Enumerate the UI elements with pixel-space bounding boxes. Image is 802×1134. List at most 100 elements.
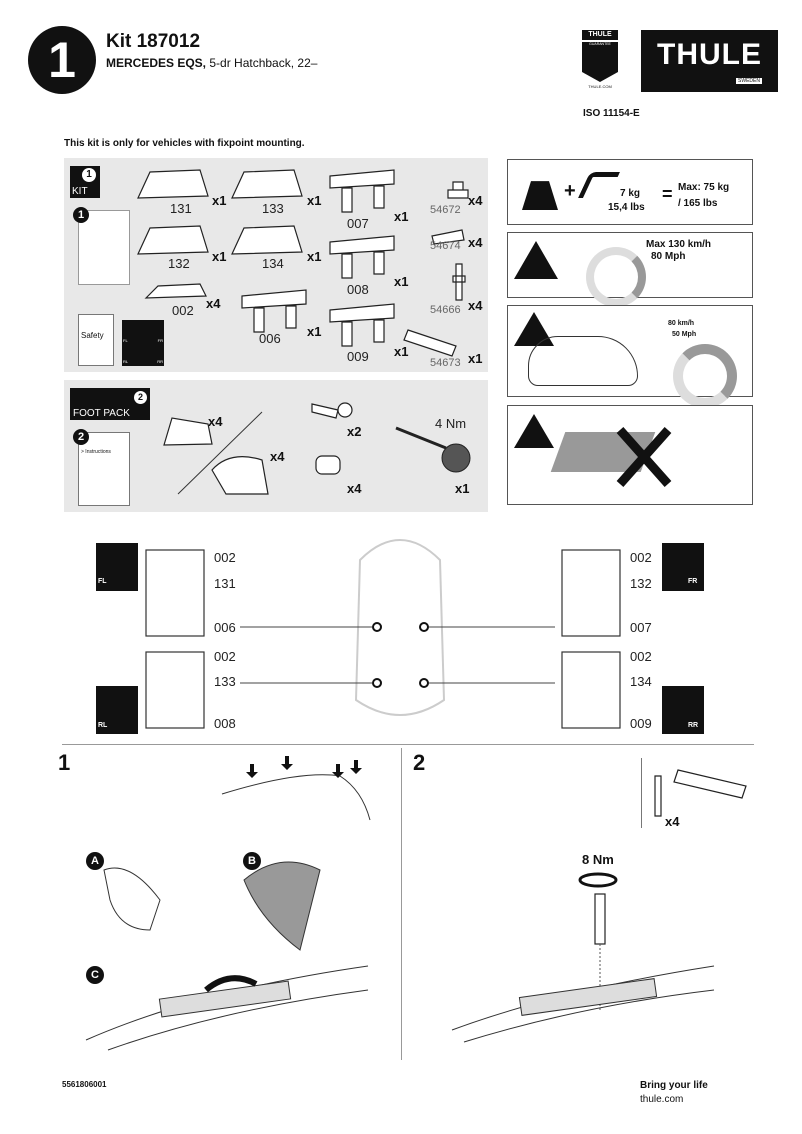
substep-a-badge: A [86, 852, 104, 870]
thule-logo: THULE SWEDEN [641, 30, 778, 92]
fixpoint-notice: This kit is only for vehicles with fixpo… [64, 138, 305, 149]
corner-label-fr: FR [688, 578, 698, 585]
car-top-view [354, 539, 446, 716]
map-fl: FL [123, 338, 128, 343]
rl-part-3: 008 [214, 716, 236, 731]
part-id-133: 133 [262, 201, 284, 216]
roof-fixpoints-drawing [221, 774, 371, 821]
prohibited-x-icon [616, 427, 672, 487]
guarantee-badge: THULE GUARANTEE THULE.COM [582, 30, 618, 92]
cleaning-hand-a [103, 867, 161, 931]
speedometer-icon [586, 247, 646, 307]
part-id-54674: 54674 [430, 240, 461, 252]
load-speed-kmh: 80 km/h [668, 320, 695, 327]
speedometer-icon [673, 344, 737, 408]
part-id-006: 006 [259, 331, 281, 346]
fixpoint-fr [419, 622, 429, 632]
part-qty-009: x1 [394, 344, 409, 359]
part-qty-007: x1 [394, 209, 409, 224]
key-qty: x2 [347, 424, 362, 439]
part-id-54673: 54673 [430, 357, 461, 369]
part-id-008: 008 [347, 282, 369, 297]
foot1-qty: x4 [208, 414, 223, 429]
step-1-label: 1 [58, 750, 71, 775]
document-code: 5561806001 [62, 1080, 107, 1089]
adapter-002 [144, 283, 207, 299]
kit-badge-number: 1 [82, 168, 96, 182]
fl-part-2: 131 [214, 576, 236, 591]
foot-drawing-2 [211, 456, 269, 495]
stack-rl [145, 651, 205, 729]
fixpoint-2 [518, 978, 658, 1016]
rr-part-2: 134 [630, 674, 652, 689]
corner-label-fl: FL [98, 578, 107, 585]
bolt-qty: x4 [665, 814, 680, 829]
bar-weight-lbs: 15,4 lbs [608, 202, 645, 213]
substep-b-badge: B [243, 852, 261, 870]
fl-part-3: 006 [214, 620, 236, 635]
speed-warning-box: Max 130 km/h 80 Mph [507, 232, 753, 307]
part-qty-54666: x4 [468, 298, 483, 313]
part-qty-134: x1 [307, 249, 322, 264]
stack-rr [561, 651, 621, 729]
fixpoint-rl [372, 678, 382, 688]
logo-text: THULE [657, 38, 762, 71]
foot2-qty: x4 [270, 449, 285, 464]
rotate-arrow-icon [578, 872, 618, 888]
doc-number: 1 [73, 207, 89, 223]
part-qty-006: x1 [307, 324, 322, 339]
key-drawing [311, 403, 339, 419]
load-speed-mph: 50 Mph [672, 331, 697, 338]
part-qty-54672: x4 [468, 193, 483, 208]
foot-drawing-1 [163, 417, 213, 446]
steps-divider-horizontal [62, 744, 754, 745]
fixpoint-rr [419, 678, 429, 688]
bracket-009 [329, 303, 395, 347]
part-qty-132: x1 [212, 249, 227, 264]
corner-fr [662, 543, 704, 591]
bolt-plate-drawing [673, 769, 747, 799]
guarantee-brand: THULE [582, 30, 618, 40]
plus-sign: + [564, 180, 576, 202]
bolt-54666 [452, 263, 466, 301]
bolt-drawing [654, 775, 662, 817]
roof-rail-2b [463, 989, 715, 1043]
part-id-134: 134 [262, 256, 284, 271]
corner-label-rl: RL [98, 722, 108, 729]
doc-title: > Instructions [81, 449, 111, 455]
bracket-008 [329, 235, 395, 279]
rl-part-2: 133 [214, 674, 236, 689]
pad-134 [231, 225, 303, 255]
load-warning-box: + 7 kg 15,4 lbs = Max: 75 kg / 165 lbs [507, 159, 753, 225]
remove-cover-arrow [204, 975, 258, 993]
part-qty-54673: x1 [468, 351, 483, 366]
nut-54672 [447, 181, 469, 199]
rr-part-1: 002 [630, 649, 652, 664]
roof-rail-c2 [107, 989, 369, 1051]
kit-badge-label: KIT [72, 186, 88, 197]
rl-part-1: 002 [214, 649, 236, 664]
position-map-card: FL FR RL RR [122, 320, 164, 366]
max-speed-kmh: Max 130 km/h [646, 239, 712, 250]
vehicle-model: MERCEDES EQS, [106, 56, 207, 70]
tool-knob [441, 443, 471, 473]
divider-slash [177, 411, 263, 495]
part-id-132: 132 [168, 256, 190, 271]
corner-label-rr: RR [688, 722, 699, 729]
part-id-131: 131 [170, 201, 192, 216]
stack-fr [561, 549, 621, 637]
stack-fl [145, 549, 205, 637]
guarantee-url: THULE.COM [588, 84, 612, 89]
corner-rl [96, 686, 138, 734]
part-id-54672: 54672 [430, 204, 461, 216]
part-qty-002: x4 [206, 296, 221, 311]
tool-torque: 4 Nm [435, 416, 467, 431]
bracket-007 [329, 169, 395, 213]
bar-weight-kg: 7 kg [620, 188, 641, 199]
step-number-badge: 1 [28, 26, 96, 94]
safety-booklet: Safety [78, 314, 114, 366]
fr-part-1: 002 [630, 550, 652, 565]
fr-part-3: 007 [630, 620, 652, 635]
